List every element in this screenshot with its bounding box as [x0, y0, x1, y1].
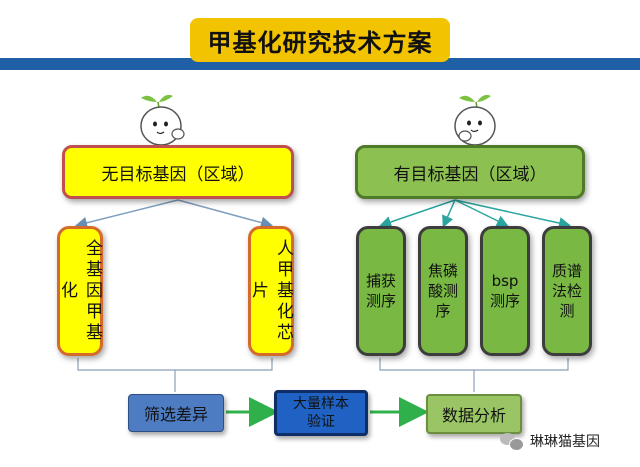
screen-difference-label: 筛选差异	[143, 405, 208, 424]
screen-difference-box: 筛选差异	[128, 394, 224, 432]
bsp-sequencing-label: bsp测序	[489, 272, 520, 310]
wechat-icon	[500, 431, 524, 451]
title-banner: 甲基化研究技术方案	[190, 18, 450, 62]
sample-validation-box: 大量样本验证	[274, 390, 368, 436]
untargeted-category-box: 无目标基因（区域）	[62, 145, 294, 199]
whole-genome-methylation-box: 全基因甲基化	[57, 226, 103, 356]
capture-sequencing-label: 捕获测序	[365, 272, 396, 310]
capture-sequencing-box: 捕获测序	[356, 226, 406, 356]
sprout-mascot-icon	[454, 94, 496, 146]
methylation-chip-box: 人甲基化芯片	[248, 226, 294, 356]
sample-validation-label: 大量样本验证	[293, 396, 349, 430]
data-analysis-label: 数据分析	[441, 406, 506, 425]
mass-spec-box: 质谱法检测	[542, 226, 592, 356]
header-stripe	[0, 58, 640, 70]
sprout-mascot-icon	[140, 94, 185, 146]
methylation-chip-label: 人甲基化芯片	[248, 238, 293, 344]
whole-genome-methylation-label: 全基因甲基化	[57, 238, 102, 344]
pyrosequencing-box: 焦磷酸测序	[418, 226, 468, 356]
pyrosequencing-label: 焦磷酸测序	[427, 262, 458, 320]
data-analysis-box: 数据分析	[426, 394, 522, 434]
mass-spec-label: 质谱法检测	[551, 262, 582, 320]
targeted-category-box: 有目标基因（区域）	[355, 145, 585, 199]
page-title: 甲基化研究技术方案	[207, 28, 433, 57]
untargeted-category-label: 无目标基因（区域）	[101, 164, 255, 185]
watermark: 琳琳猫基因	[500, 427, 630, 455]
targeted-category-label: 有目标基因（区域）	[393, 164, 547, 185]
bsp-sequencing-box: bsp测序	[480, 226, 530, 356]
watermark-text: 琳琳猫基因	[530, 434, 600, 450]
